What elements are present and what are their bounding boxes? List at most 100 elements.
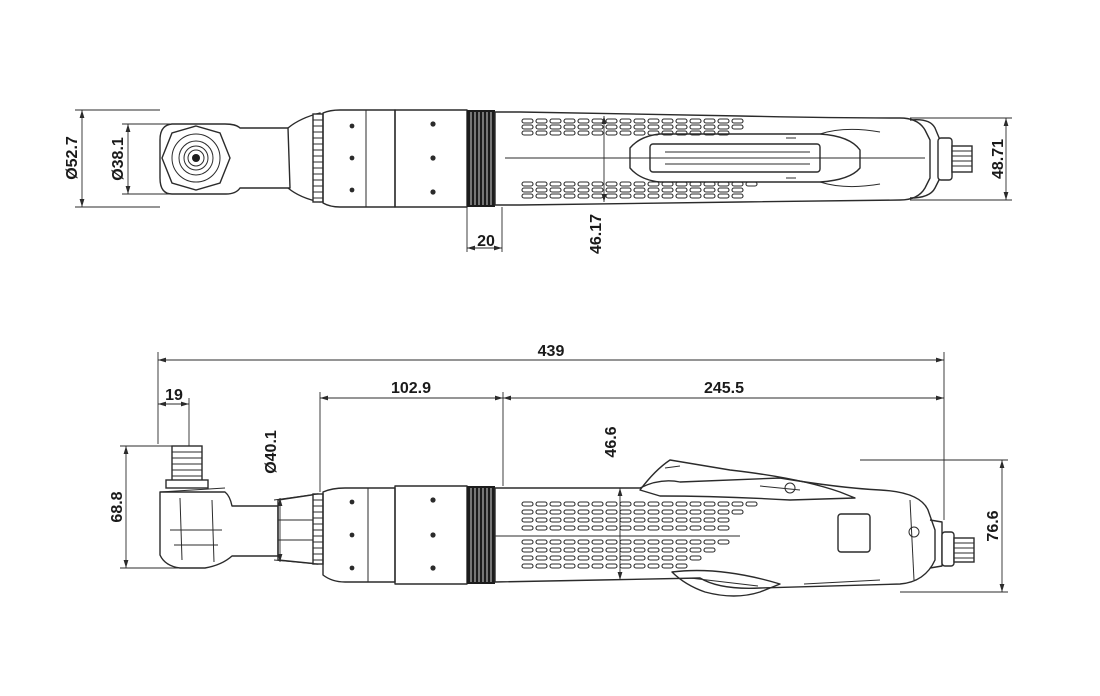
vent-slot xyxy=(661,539,674,545)
vent-slot xyxy=(549,124,562,130)
vent-slot xyxy=(619,547,632,553)
vent-slot xyxy=(535,501,548,507)
vent-slot xyxy=(521,130,534,136)
vent-slot xyxy=(689,547,702,553)
vent-slot xyxy=(661,517,674,523)
vent-slot xyxy=(591,539,604,545)
vent-slot xyxy=(689,555,702,561)
dim-label-nose-diameter: Ø40.1 xyxy=(263,430,280,474)
vent-slot xyxy=(549,193,562,199)
vent-slot xyxy=(675,124,688,130)
vent-slot xyxy=(633,187,646,193)
dim-label-tail-height: 48.71 xyxy=(990,139,1007,179)
dim-label-head-height: 68.8 xyxy=(109,491,126,522)
vent-slot xyxy=(619,187,632,193)
vent-slot xyxy=(647,181,660,187)
vent-slot xyxy=(521,193,534,199)
vent-slot xyxy=(633,501,646,507)
vent-slot xyxy=(577,555,590,561)
vent-slot xyxy=(689,187,702,193)
vent-slot xyxy=(717,509,730,515)
vent-slot xyxy=(577,124,590,130)
vent-slot xyxy=(633,563,646,569)
vent-slot xyxy=(633,555,646,561)
vent-slot xyxy=(563,539,576,545)
side-knurl xyxy=(312,493,324,565)
vent-slot xyxy=(675,193,688,199)
vent-slot xyxy=(577,130,590,136)
vent-slot xyxy=(717,539,730,545)
vent-slot xyxy=(619,555,632,561)
vent-slot xyxy=(591,118,604,124)
vent-slot xyxy=(549,118,562,124)
vent-slot xyxy=(619,563,632,569)
dim-label-head-outer: Ø52.7 xyxy=(64,136,81,180)
vent-slot xyxy=(577,509,590,515)
vent-slot xyxy=(535,555,548,561)
vent-slot xyxy=(577,118,590,124)
vent-slot xyxy=(563,509,576,515)
vent-slot xyxy=(549,555,562,561)
vent-slot xyxy=(549,539,562,545)
vent-slot xyxy=(521,509,534,515)
vent-slot xyxy=(661,509,674,515)
vent-slot xyxy=(577,547,590,553)
vent-slot xyxy=(633,525,646,531)
dim-grip-height-top: 46.17 xyxy=(588,116,607,254)
vent-slot xyxy=(661,555,674,561)
vent-slot xyxy=(689,525,702,531)
vent-slot xyxy=(563,193,576,199)
vent-slot xyxy=(521,525,534,531)
vent-slot xyxy=(731,187,744,193)
vent-slot xyxy=(563,118,576,124)
vent-slot xyxy=(647,525,660,531)
vent-slot xyxy=(633,181,646,187)
vent-slot xyxy=(549,501,562,507)
dim-grip-height-side: 46.6 xyxy=(603,426,623,580)
top-view: Ø52.7 Ø38.1 20 46.17 48.71 xyxy=(64,109,1012,254)
side-front-housing xyxy=(322,485,468,585)
vent-slot xyxy=(521,555,534,561)
vent-slot xyxy=(619,517,632,523)
vent-slot xyxy=(703,118,716,124)
vent-slot xyxy=(619,525,632,531)
vent-slot xyxy=(731,509,744,515)
vent-slot xyxy=(591,525,604,531)
vent-slot xyxy=(675,509,688,515)
dim-label-ring-width: 20 xyxy=(477,233,495,250)
vent-slot xyxy=(521,517,534,523)
vent-slot xyxy=(731,193,744,199)
vent-slot xyxy=(675,118,688,124)
side-band xyxy=(467,486,495,584)
vent-slot xyxy=(703,193,716,199)
vent-slot xyxy=(675,555,688,561)
vent-slot xyxy=(661,563,674,569)
vent-slot xyxy=(675,547,688,553)
vent-slot xyxy=(591,187,604,193)
vent-slot xyxy=(689,124,702,130)
vent-slot xyxy=(563,130,576,136)
vent-slot xyxy=(703,547,716,553)
vent-slot xyxy=(647,118,660,124)
vent-slot xyxy=(577,187,590,193)
side-head xyxy=(159,445,319,569)
vent-slot xyxy=(563,124,576,130)
vent-slot xyxy=(521,547,534,553)
dim-body-height: 76.6 xyxy=(860,459,1008,593)
vent-slot xyxy=(647,187,660,193)
vent-slot xyxy=(717,118,730,124)
vent-slot xyxy=(591,563,604,569)
vent-slot xyxy=(605,555,618,561)
dim-head-outer: Ø52.7 xyxy=(64,109,160,208)
vent-slot xyxy=(605,547,618,553)
vent-slot xyxy=(563,501,576,507)
vent-slot xyxy=(577,563,590,569)
vent-slot xyxy=(535,525,548,531)
vent-slot xyxy=(661,187,674,193)
vent-slot xyxy=(675,501,688,507)
vent-slot xyxy=(605,130,618,136)
vent-slot xyxy=(675,563,688,569)
vent-slot xyxy=(605,118,618,124)
vent-slot xyxy=(577,539,590,545)
vent-slot xyxy=(661,193,674,199)
